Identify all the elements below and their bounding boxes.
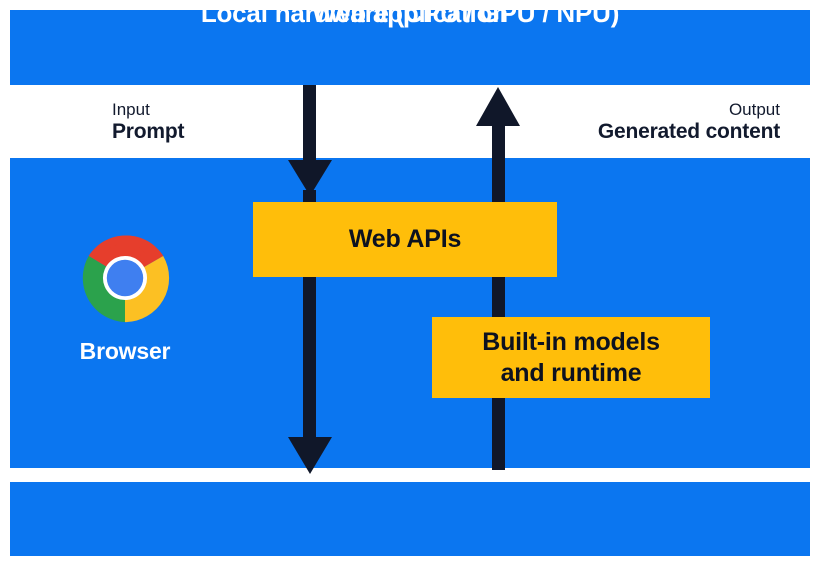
browser-block: Browser [60,232,190,365]
output-value: Generated content [597,120,780,144]
chrome-logo-icon [82,235,170,323]
input-caption: Input [112,100,150,119]
input-flow-label: Input Prompt [112,100,185,145]
box-web-apis-label: Web APIs [348,225,462,254]
box-web-apis: Web APIs [253,202,557,277]
web-application-title: Web application [312,0,508,28]
browser-label: Browser [79,338,171,364]
box-built-in-models-label: Built-in models and runtime [482,327,660,388]
band-web-application [10,10,810,85]
output-caption: Output [728,100,780,119]
input-value: Prompt [112,120,185,144]
box-built-in-models-line2: and runtime [500,358,642,387]
local-hardware-title: Local hardware (CPU / GPU / NPU) [200,0,620,28]
box-built-in-models: Built-in models and runtime [432,317,710,398]
output-flow-label: Output Generated content [598,100,780,145]
box-built-in-models-line1: Built-in models [482,328,660,356]
band-local-hardware [10,482,810,556]
